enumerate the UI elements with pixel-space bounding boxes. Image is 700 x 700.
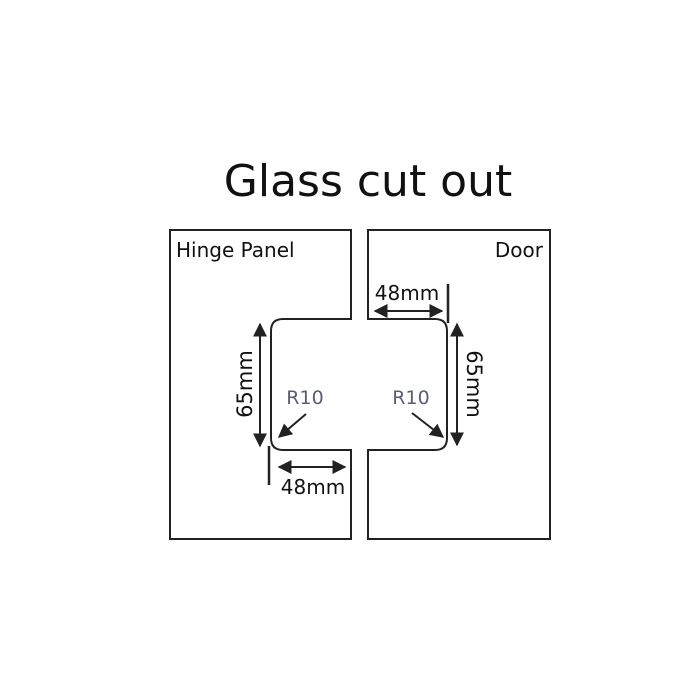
- hinge-radius-arrow: [277, 413, 307, 438]
- hinge-width-dim: 48mm: [281, 475, 345, 499]
- door-width-dim: 48mm: [375, 281, 439, 305]
- diagram-title: Glass cut out: [224, 156, 513, 207]
- hinge-height-dim: 65mm: [233, 350, 257, 418]
- door-outline: [367, 229, 551, 540]
- hinge-panel-label: Hinge Panel: [176, 238, 295, 262]
- door-height-dim: 65mm: [462, 350, 486, 418]
- door-radius-arrow: [411, 412, 445, 438]
- hinge-radius-label: R10: [286, 387, 323, 409]
- door-radius-label: R10: [392, 387, 429, 409]
- hinge-panel-outline: [169, 229, 352, 540]
- door-label: Door: [495, 238, 544, 262]
